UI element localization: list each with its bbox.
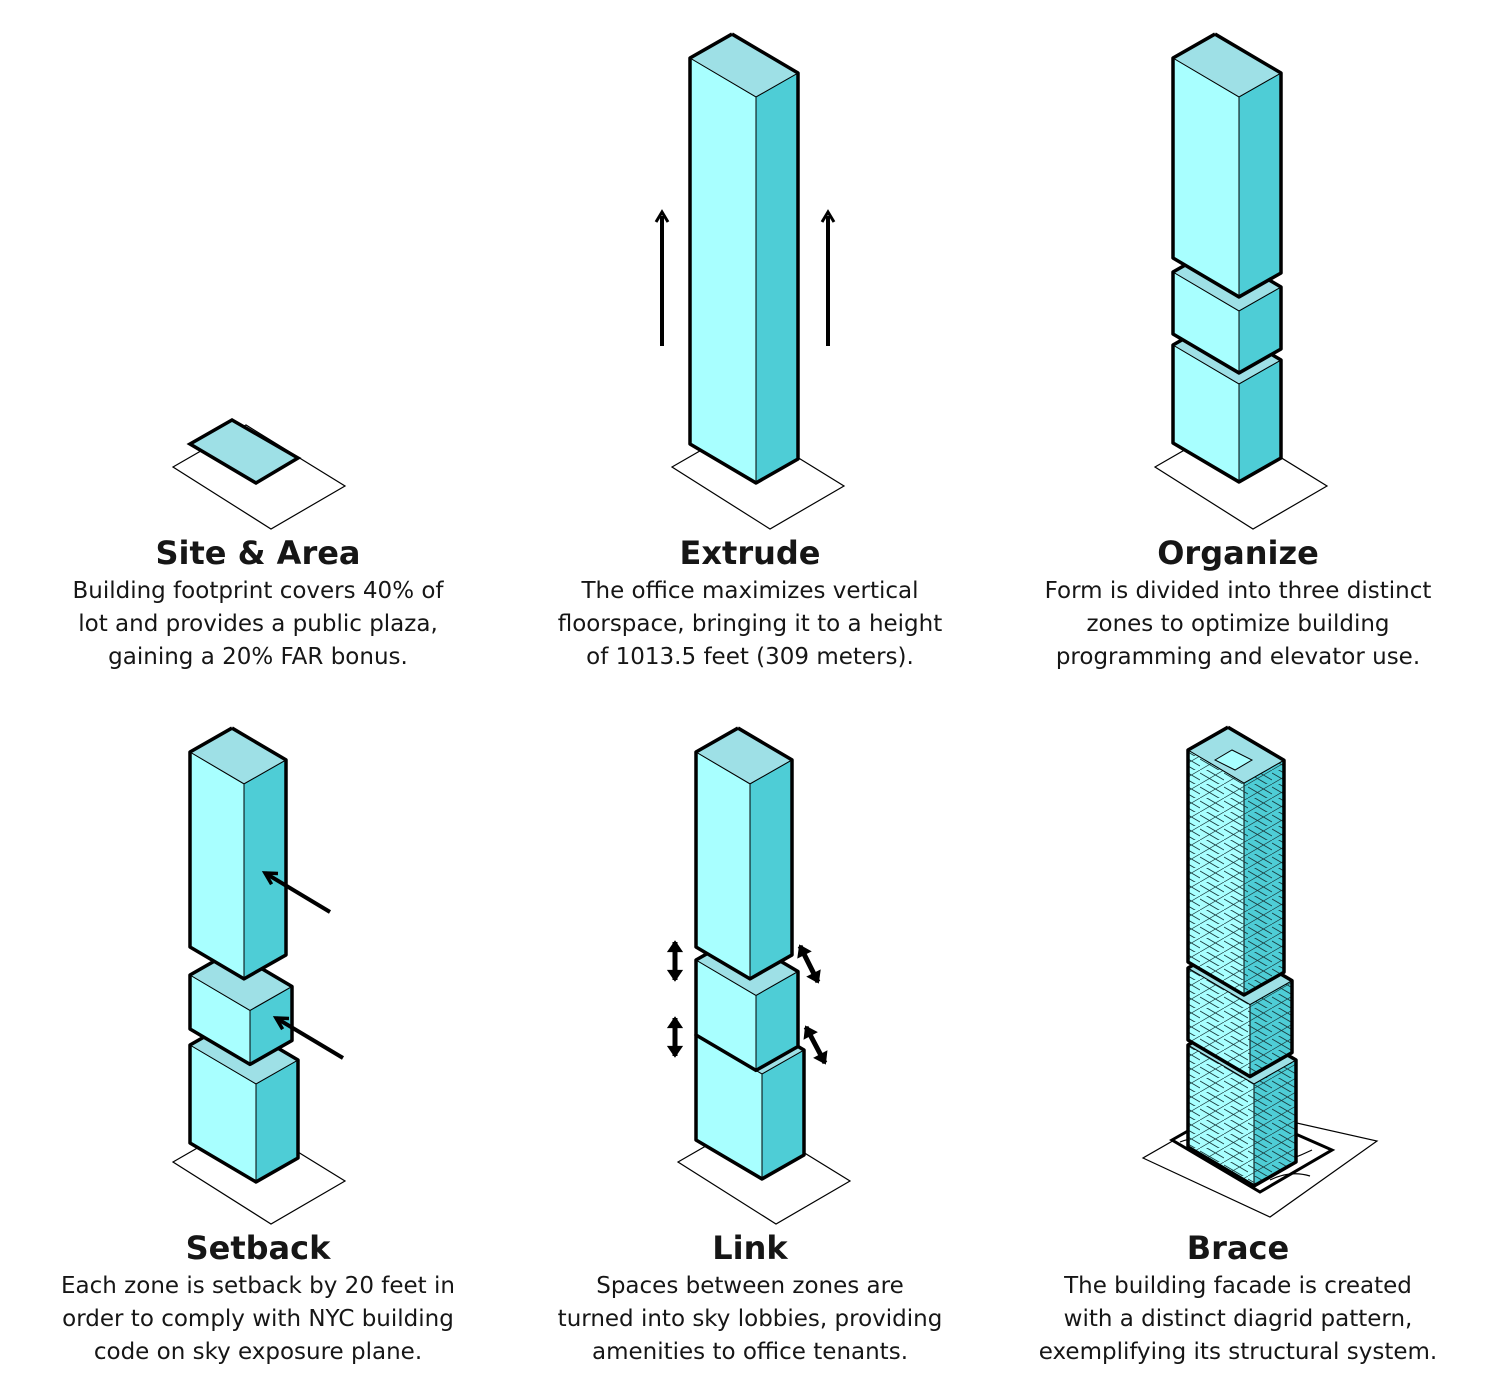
tower-outline (1186, 725, 1286, 997)
tower-outline (688, 32, 800, 485)
tower-front-face (189, 751, 245, 980)
tower-outline (694, 726, 794, 981)
double-arrow-head (797, 944, 812, 959)
tower-outline (1171, 319, 1283, 484)
step-title: Link (712, 1229, 788, 1267)
step-organize: Organize Form is divided into three dist… (998, 533, 1478, 674)
setback-arrow-head (261, 871, 279, 886)
up-arrow-head (654, 209, 670, 223)
building-footprint (186, 417, 302, 486)
tower-outline (188, 726, 288, 981)
double-arrow-head (803, 1025, 818, 1040)
tower-outline (188, 1019, 300, 1184)
tower-outline (1171, 32, 1283, 299)
diagrid-front (1188, 750, 1244, 996)
tower-outline (1186, 942, 1294, 1079)
double-arrow-head (666, 1045, 684, 1058)
double-arrow-head (666, 1016, 684, 1029)
diagrid-side (1244, 760, 1284, 996)
tower-outline (1186, 1019, 1298, 1188)
double-arrow-head (813, 1050, 828, 1065)
step-title: Setback (185, 1229, 331, 1267)
tower-side-face (749, 759, 793, 980)
tower-front-face (695, 751, 751, 980)
step-setback: Setback Each zone is setback by 20 feet … (18, 1228, 498, 1369)
diagrid-side (1254, 1060, 1296, 1186)
setback-arrow-head (272, 1016, 290, 1031)
diagrid-side (1250, 980, 1292, 1077)
setback-arrow-icon (263, 871, 332, 914)
double-arrow-head (806, 969, 821, 984)
diagrid-front (1188, 968, 1250, 1077)
tower-side-face (1238, 72, 1282, 298)
up-arrow-head (820, 209, 836, 223)
tower-front-face (689, 57, 757, 484)
tower-side-face (243, 759, 287, 980)
tower-side-face (755, 72, 799, 484)
diagram-link (666, 726, 852, 1225)
setback-arrow-icon (274, 1016, 345, 1060)
step-title: Organize (1157, 534, 1319, 572)
step-title: Extrude (679, 534, 821, 572)
diagrid-front (1188, 1045, 1254, 1186)
diagram-brace (1141, 725, 1379, 1218)
tower-outline (188, 949, 294, 1067)
diagram-setback (171, 726, 347, 1225)
roof-mechanical (1213, 749, 1254, 771)
double-arrow-head (666, 940, 684, 953)
diagram-extrude (654, 32, 846, 530)
double-arrow-head (666, 969, 684, 982)
diagram-organize (1153, 32, 1329, 530)
tower-outline (1171, 246, 1283, 375)
step-title: Site & Area (155, 534, 361, 572)
step-site: Site & Area Building footprint covers 40… (18, 533, 498, 674)
step-title: Brace (1186, 1229, 1290, 1267)
diagram-site (171, 417, 347, 530)
tower-outline (694, 934, 800, 1073)
tower-front-face (1172, 57, 1240, 298)
